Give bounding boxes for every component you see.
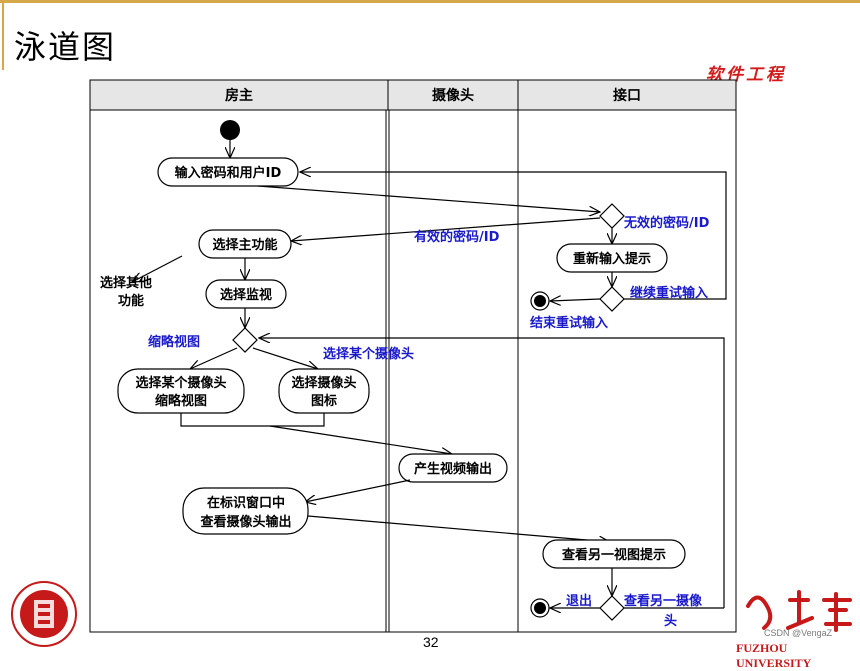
slide-title: 泳道图	[14, 28, 117, 66]
guard-exit: 退出	[566, 593, 592, 609]
lane-camera-label: 摄像头	[432, 87, 474, 104]
view-window-label-1: 在标识窗口中	[207, 495, 285, 511]
other-function-label-2: 功能	[118, 293, 144, 309]
lane-header-owner	[89, 79, 389, 111]
guard-valid-password: 有效的密码/ID	[414, 229, 500, 245]
another-view-prompt-label: 查看另一视图提示	[561, 547, 666, 563]
university-calligraphy-logo	[746, 590, 852, 632]
camera-icon-label-2: 图标	[311, 393, 337, 409]
merge-bar	[180, 413, 325, 427]
start-node	[220, 120, 240, 140]
top-frame-line	[0, 0, 860, 3]
left-frame-line	[2, 0, 4, 70]
node-another-view-prompt	[542, 539, 686, 569]
enter-password-label: 输入密码和用户ID	[175, 165, 282, 181]
node-enter-password	[157, 157, 299, 187]
guard-invalid-password: 无效的密码/ID	[623, 215, 710, 231]
guard-select-camera: 选择某个摄像头	[323, 346, 414, 362]
guard-thumb-view: 缩略视图	[148, 334, 200, 350]
camera-icon-label-1: 选择摄像头	[291, 375, 356, 391]
camera-thumbnail-label-2: 缩略视图	[155, 393, 207, 409]
end-node-exit	[534, 602, 546, 614]
guard-view-another-2: 头	[664, 613, 677, 629]
watermark: CSDN @VengaZ	[764, 628, 833, 638]
page-number: 32	[423, 634, 439, 650]
lane-header-interface	[517, 79, 737, 111]
reenter-prompt-label: 重新输入提示	[573, 251, 651, 267]
university-seal-logo	[11, 581, 77, 647]
choose-monitor-label: 选择监视	[220, 287, 272, 303]
decision-another-view	[599, 595, 625, 621]
node-choose-monitor	[205, 279, 287, 309]
decision-password	[599, 203, 625, 229]
decision-retry	[599, 286, 625, 312]
guard-continue-retry: 继续重试输入	[630, 285, 708, 301]
choose-main-label: 选择主功能	[212, 237, 277, 253]
node-video-output	[398, 453, 508, 483]
university-name-en: FUZHOU UNIVERSITY	[736, 641, 812, 670]
node-view-window	[182, 487, 309, 535]
guard-end-retry: 结束重试输入	[530, 315, 608, 331]
lane-interface-label: 接口	[613, 87, 641, 104]
end-node-retry	[534, 295, 546, 307]
swimlane-diagram: 房主 摄像头 接口 输入密码和用户ID 有效的密码/ID 无效的密码/ID 重新…	[11, 79, 852, 647]
lane-owner-label: 房主	[225, 87, 253, 104]
other-function-label-1: 选择其他	[100, 275, 152, 291]
guard-view-another-1: 查看另一摄像	[623, 593, 703, 609]
camera-thumbnail-label-1: 选择某个摄像头	[135, 375, 226, 391]
video-output-label: 产生视频输出	[414, 461, 492, 477]
view-window-label-2: 查看摄像头输出	[199, 514, 291, 530]
decision-view-mode	[232, 327, 258, 353]
lanes-border	[89, 109, 737, 633]
